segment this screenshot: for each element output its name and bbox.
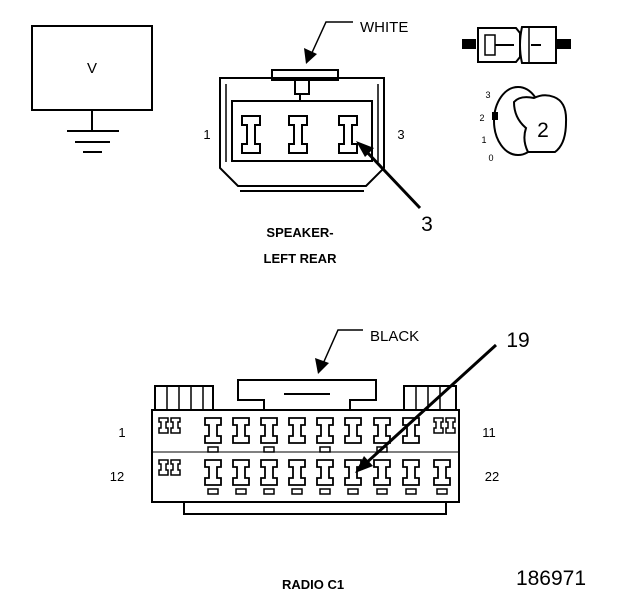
speaker-terminal-2 <box>288 115 308 154</box>
radio-terminal <box>402 459 420 486</box>
radio-terminal <box>373 417 391 444</box>
speaker-connector: WHITE 1 3 3 SPEAKER- LEFT REAR <box>203 19 432 266</box>
radio-terminal-tab <box>263 488 275 495</box>
speaker-title-line1: SPEAKER- <box>266 225 333 240</box>
dial-mark-3: 3 <box>485 90 490 100</box>
radio-terminal-small <box>445 417 456 434</box>
radio-housing <box>151 409 460 503</box>
radio-terminal <box>260 417 278 444</box>
radio-terminal-tab <box>319 446 331 453</box>
radio-terminal-tab <box>436 488 448 495</box>
radio-terminal-small <box>433 417 444 434</box>
radio-terminal-tab <box>347 488 359 495</box>
speaker-housing <box>219 77 385 187</box>
ground-icon <box>67 130 119 153</box>
radio-left-tab <box>154 385 214 411</box>
radio-terminal <box>316 459 334 486</box>
speaker-pin-callout-line <box>363 148 422 210</box>
dial-number: 2 <box>537 119 549 142</box>
radio-terminal-tab <box>207 488 219 495</box>
speaker-pin-callout-arrow <box>356 141 374 157</box>
radio-terminal-tab <box>376 488 388 495</box>
radio-base <box>183 502 447 515</box>
radio-terminal-tab <box>291 488 303 495</box>
radio-terminal-small <box>170 417 181 434</box>
radio-terminal-tab <box>405 488 417 495</box>
radio-terminal <box>232 459 250 486</box>
radio-terminal-small <box>170 459 181 476</box>
radio-row2-first-pin: 12 <box>110 469 124 484</box>
speaker-color-label: WHITE <box>360 19 408 36</box>
voltmeter: V <box>31 25 153 153</box>
radio-pin-callout-arrow <box>355 456 373 473</box>
radio-terminal <box>204 459 222 486</box>
radio-terminal <box>260 459 278 486</box>
dial-icon: 3 2 1 0 2 <box>479 86 568 163</box>
radio-terminal <box>288 417 306 444</box>
white-callout-line <box>309 21 353 58</box>
speaker-pin-first: 1 <box>203 127 210 142</box>
radio-terminal-tab <box>235 488 247 495</box>
radio-terminal-small <box>158 459 169 476</box>
radio-connector: BLACK 1 11 12 22 19 RADIO C1 <box>110 328 530 592</box>
radio-row1-first-pin: 1 <box>118 425 125 440</box>
radio-terminal <box>344 417 362 444</box>
radio-terminal-small <box>158 417 169 434</box>
black-callout-line <box>321 329 363 367</box>
speaker-terminal-1 <box>241 115 261 154</box>
radio-terminal <box>204 417 222 444</box>
probe-icon <box>462 26 571 64</box>
radio-title: RADIO C1 <box>282 577 344 592</box>
speaker-callout-pin: 3 <box>421 213 433 236</box>
radio-pin-callout-line <box>362 343 498 467</box>
radio-terminal <box>316 417 334 444</box>
speaker-pin-last: 3 <box>397 127 404 142</box>
speaker-cavity <box>231 100 373 162</box>
radio-terminal <box>433 459 451 486</box>
speaker-title-line2: LEFT REAR <box>264 251 338 266</box>
radio-row1-last-pin: 11 <box>482 425 496 440</box>
radio-terminal-tab <box>207 446 219 453</box>
speaker-terminal-3 <box>338 115 358 154</box>
radio-terminal <box>344 459 362 486</box>
radio-callout-pin: 19 <box>506 329 529 352</box>
white-callout-arrow <box>304 48 317 64</box>
dial-mark-2: 2 <box>479 113 484 123</box>
probe-legend: 3 2 1 0 2 <box>462 26 571 163</box>
dial-mark-0: 0 <box>488 153 493 163</box>
radio-color-label: BLACK <box>370 328 419 345</box>
voltmeter-symbol: V <box>87 60 97 77</box>
radio-terminal <box>373 459 391 486</box>
radio-terminal-tab <box>263 446 275 453</box>
radio-terminal-row-2 <box>158 459 451 495</box>
radio-row2-last-pin: 22 <box>485 469 499 484</box>
radio-terminal <box>232 417 250 444</box>
radio-terminal-tab <box>319 488 331 495</box>
figure-id: 186971 <box>516 567 586 590</box>
radio-terminal <box>288 459 306 486</box>
dial-mark-1: 1 <box>481 135 486 145</box>
black-callout-arrow <box>315 358 329 374</box>
